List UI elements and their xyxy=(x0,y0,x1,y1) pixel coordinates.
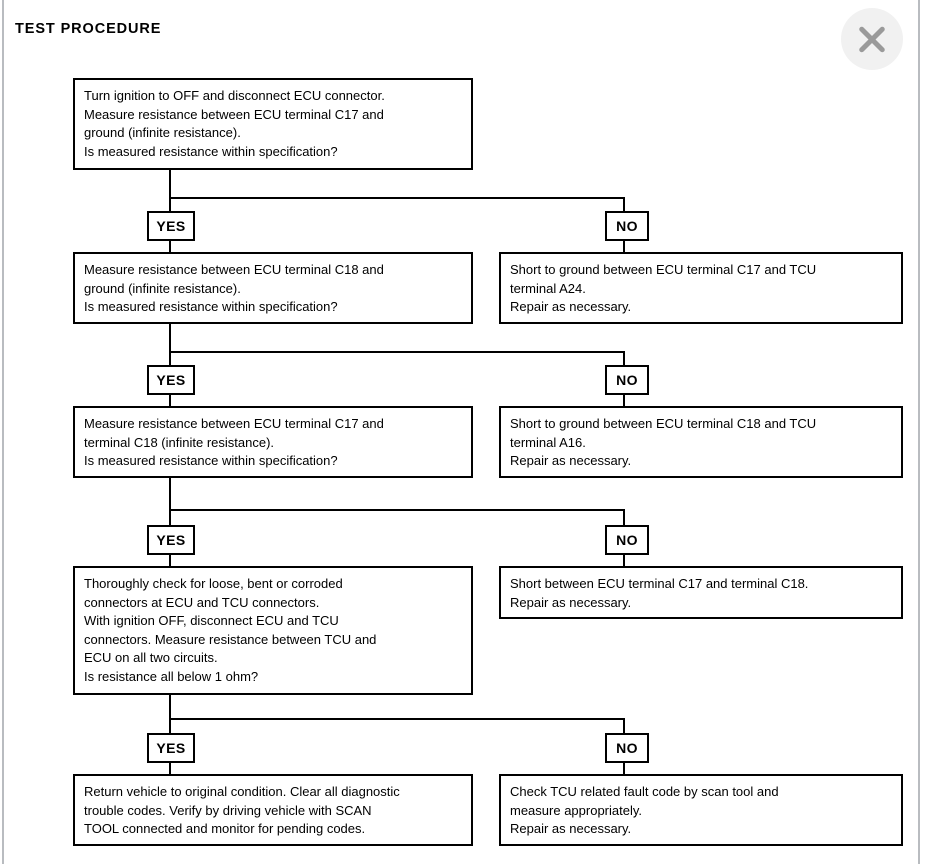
node-line: measure appropriately. xyxy=(510,802,642,818)
node-line: ground (infinite resistance). xyxy=(84,280,241,296)
page-title: TEST PROCEDURE xyxy=(15,21,162,37)
flow-node-outcome-2: Short to ground between ECU terminal C18… xyxy=(499,406,903,478)
flow-node-outcome-4: Check TCU related fault code by scan too… xyxy=(499,774,903,846)
flow-node-step-4: Thoroughly check for loose, bent or corr… xyxy=(73,566,473,695)
connector-vertical xyxy=(623,351,625,365)
connector-vertical xyxy=(169,324,171,353)
node-line: Turn ignition to OFF and disconnect ECU … xyxy=(84,88,385,103)
node-line: terminal A16. xyxy=(510,434,586,450)
branch-label-no[interactable]: NO xyxy=(605,211,649,241)
node-line: ECU on all two circuits. xyxy=(84,650,218,666)
node-line: Is measured resistance within specificat… xyxy=(84,143,338,159)
page-frame-right-edge xyxy=(918,0,920,864)
connector-vertical xyxy=(169,695,171,720)
connector-vertical xyxy=(169,763,171,775)
node-line: Thoroughly check for loose, bent or corr… xyxy=(84,576,343,591)
flow-node-step-5: Return vehicle to original condition. Cl… xyxy=(73,774,473,846)
node-line: connectors at ECU and TCU connectors. xyxy=(84,594,320,610)
node-line: terminal C18 (infinite resistance). xyxy=(84,434,275,450)
branch-label-yes[interactable]: YES xyxy=(147,525,195,555)
connector-vertical xyxy=(169,509,171,525)
connector-vertical xyxy=(169,395,171,407)
connector-vertical xyxy=(623,718,625,733)
connector-vertical xyxy=(169,170,171,199)
branch-label-yes[interactable]: YES xyxy=(147,733,195,763)
connector-vertical xyxy=(623,555,625,567)
node-line: Is measured resistance within specificat… xyxy=(84,299,338,315)
connector-vertical xyxy=(169,718,171,733)
connector-vertical xyxy=(169,555,171,567)
node-line: Short between ECU terminal C17 and termi… xyxy=(510,576,809,591)
node-line: connectors. Measure resistance between T… xyxy=(84,631,377,647)
connector-vertical xyxy=(623,763,625,775)
flow-node-outcome-3: Short between ECU terminal C17 and termi… xyxy=(499,566,903,619)
branch-label-no[interactable]: NO xyxy=(605,733,649,763)
connector-vertical xyxy=(169,478,171,511)
node-line: terminal A24. xyxy=(510,280,586,296)
connector-horizontal xyxy=(169,351,625,353)
branch-label-no[interactable]: NO xyxy=(605,365,649,395)
connector-vertical xyxy=(169,351,171,365)
node-line: Is measured resistance within specificat… xyxy=(84,453,338,469)
branch-label-yes[interactable]: YES xyxy=(147,211,195,241)
node-line: Short to ground between ECU terminal C17… xyxy=(510,262,817,277)
node-line: Is resistance all below 1 ohm? xyxy=(84,668,259,684)
branch-label-no[interactable]: NO xyxy=(605,525,649,555)
connector-vertical xyxy=(623,197,625,211)
node-line: Repair as necessary. xyxy=(510,299,632,315)
node-line: With ignition OFF, disconnect ECU and TC… xyxy=(84,613,339,629)
connector-horizontal xyxy=(169,509,625,511)
flow-node-step-2: Measure resistance between ECU terminal … xyxy=(73,252,473,324)
node-line: Measure resistance between ECU terminal … xyxy=(84,262,384,277)
node-line: ground (infinite resistance). xyxy=(84,125,241,141)
connector-vertical xyxy=(623,241,625,253)
node-line: Repair as necessary. xyxy=(510,453,632,469)
node-line: Short to ground between ECU terminal C18… xyxy=(510,416,817,431)
page-frame-left-edge xyxy=(2,0,4,864)
node-line: Measure resistance between ECU terminal … xyxy=(84,106,384,122)
flow-node-step-3: Measure resistance between ECU terminal … xyxy=(73,406,473,478)
close-button[interactable] xyxy=(841,8,903,70)
node-line: TOOL connected and monitor for pending c… xyxy=(84,821,366,837)
connector-vertical xyxy=(169,241,171,253)
connector-horizontal xyxy=(169,718,625,720)
branch-label-yes[interactable]: YES xyxy=(147,365,195,395)
connector-vertical xyxy=(623,395,625,407)
procedure-sheet: TEST PROCEDURE Turn ignition to OFF and … xyxy=(5,0,918,864)
node-line: Repair as necessary. xyxy=(510,594,632,610)
node-line: trouble codes. Verify by driving vehicle… xyxy=(84,802,372,818)
connector-vertical xyxy=(623,509,625,525)
connector-vertical xyxy=(169,197,171,211)
node-line: Measure resistance between ECU terminal … xyxy=(84,416,384,431)
connector-horizontal xyxy=(169,197,625,199)
node-line: Return vehicle to original condition. Cl… xyxy=(84,784,400,799)
flow-node-step-1: Turn ignition to OFF and disconnect ECU … xyxy=(73,78,473,170)
node-line: Check TCU related fault code by scan too… xyxy=(510,784,779,799)
flow-node-outcome-1: Short to ground between ECU terminal C17… xyxy=(499,252,903,324)
node-line: Repair as necessary. xyxy=(510,821,632,837)
